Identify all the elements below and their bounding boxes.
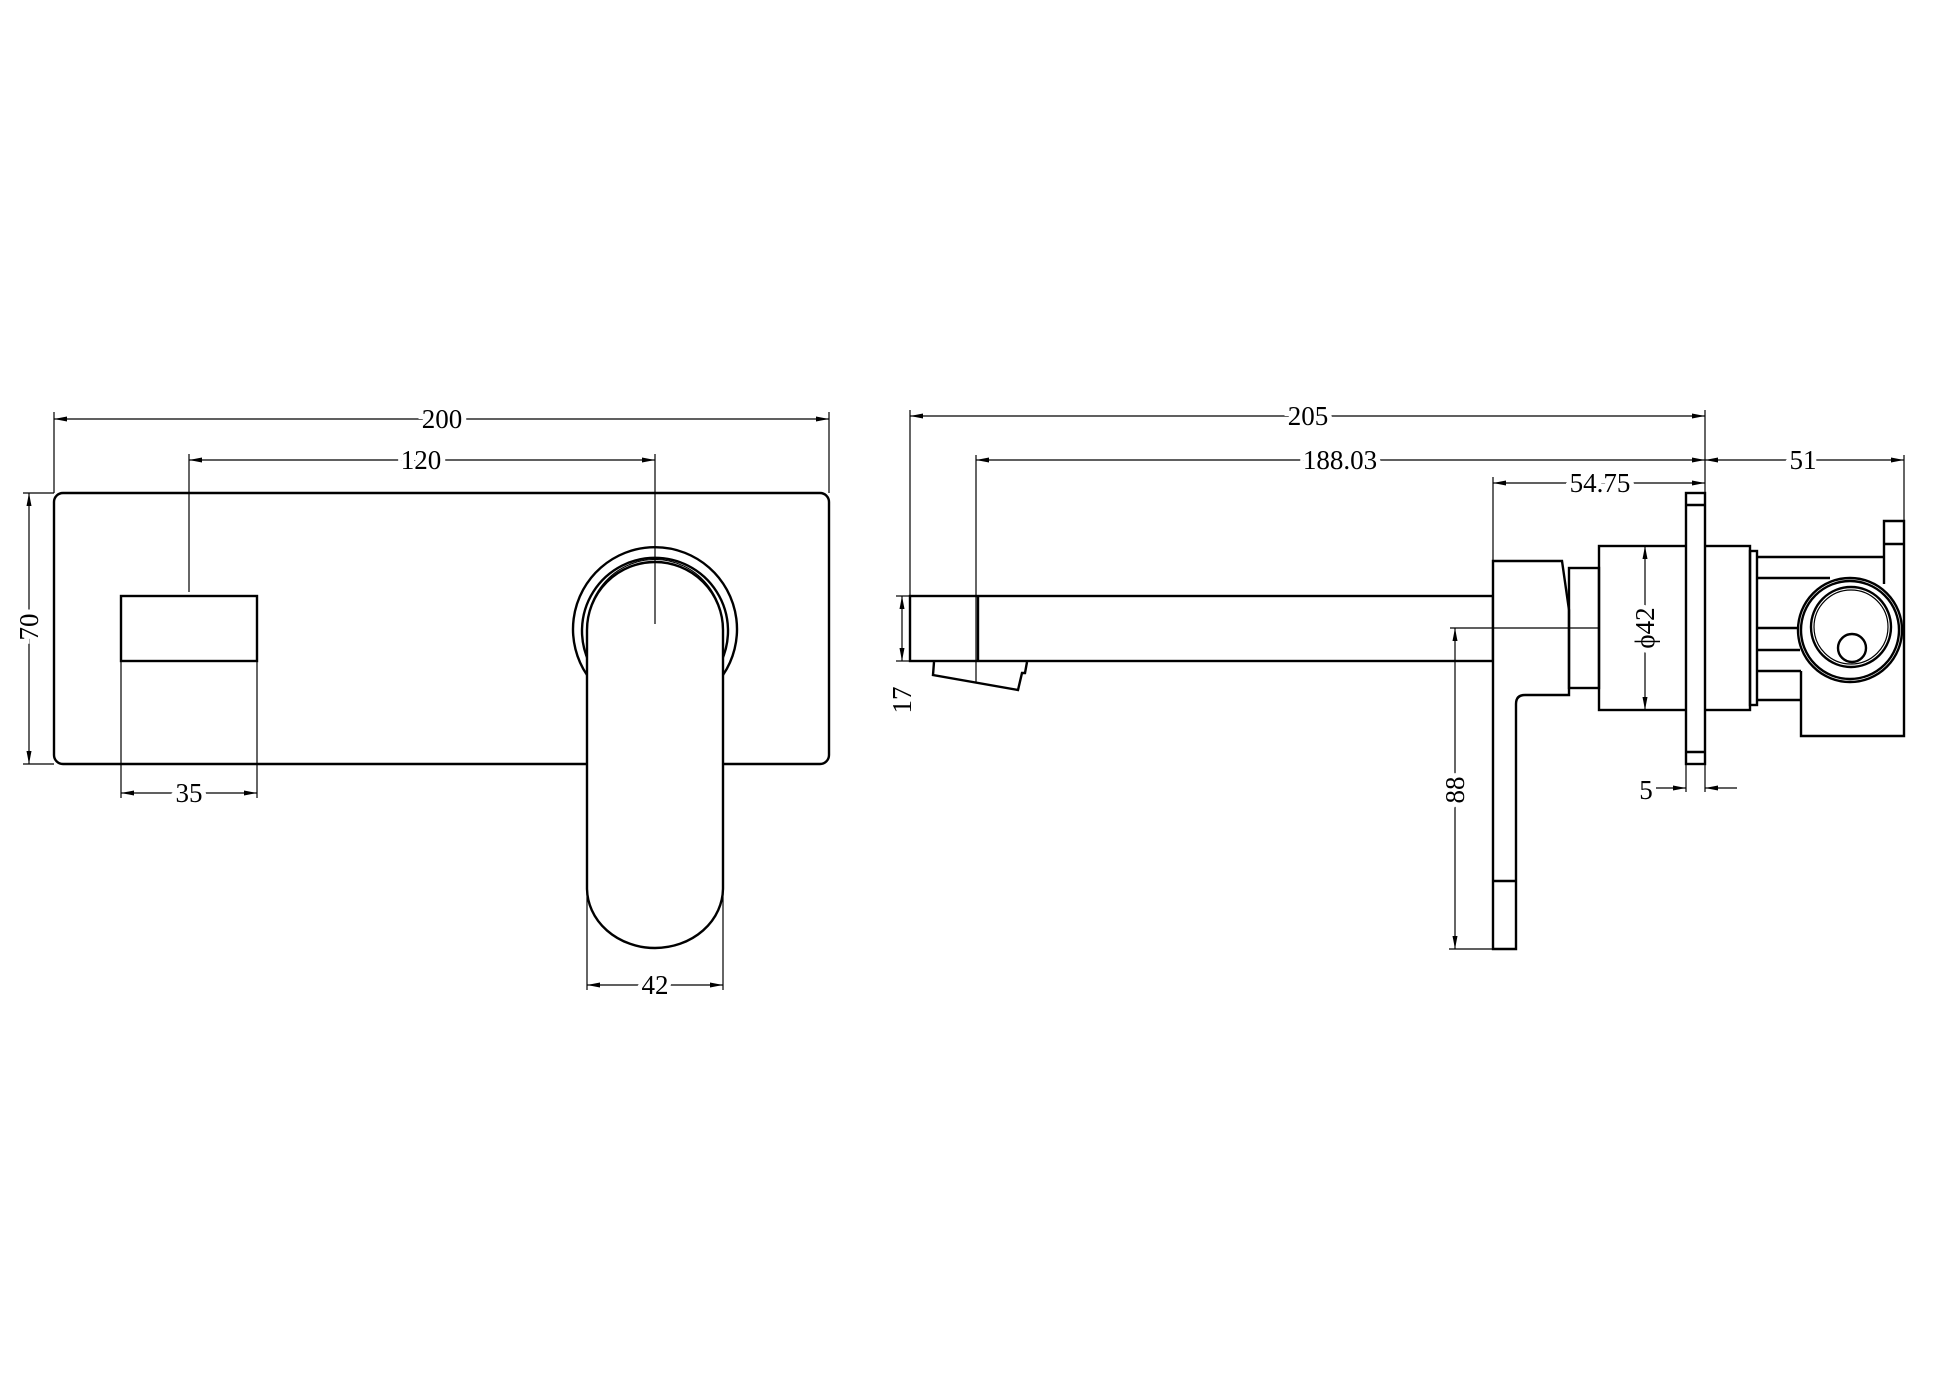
- mixer-body-lever: [1491, 559, 1571, 951]
- front-view: 200 120 70 35 42: [9, 399, 831, 1005]
- dimension-spout-height: 17: [882, 595, 922, 719]
- cartridge-cylinder: [1597, 544, 1752, 712]
- dimension-label: 54.75: [1570, 468, 1631, 498]
- dimension-body-depth: 54.75: [1492, 463, 1705, 561]
- dimension-label: 35: [176, 778, 203, 808]
- dimension-lever-height: 88: [1435, 628, 1493, 950]
- dimension-handle-width: 42: [586, 888, 724, 1005]
- dimension-label: 42: [642, 970, 669, 1000]
- dimension-label: 17: [887, 687, 917, 714]
- dimension-label: 88: [1440, 777, 1470, 804]
- wall-flange: [1684, 491, 1707, 766]
- dimension-plate-width: 200: [53, 399, 830, 493]
- dimension-label: 120: [401, 445, 442, 475]
- dimension-plate-height: 70: [9, 492, 54, 765]
- rough-in-valve: [1757, 519, 1906, 738]
- dimension-outlet-width: 35: [120, 661, 258, 813]
- dimension-label: 5: [1639, 775, 1653, 805]
- flange-ring: [1748, 549, 1759, 707]
- dimension-label: ϕ42: [1630, 607, 1660, 648]
- dimension-overall-length: 205: [909, 396, 1706, 792]
- dimension-flange-thickness: 5: [1634, 764, 1737, 810]
- dimension-label: 51: [1790, 445, 1817, 475]
- wall-plate: [52, 491, 831, 766]
- spout: [908, 594, 1495, 663]
- side-view: 205 188.03 54.75 51 17: [882, 396, 1906, 951]
- spout-outlet-block: [119, 594, 259, 663]
- dimension-cylinder-diameter: ϕ42: [1625, 546, 1665, 710]
- dimension-label: 200: [422, 404, 463, 434]
- dimension-rear-depth: 51: [1705, 440, 1905, 521]
- dimension-handle-spacing: 120: [188, 440, 656, 624]
- dimension-label: 188.03: [1303, 445, 1377, 475]
- aerator: [931, 661, 1029, 692]
- dimension-spout-length: 188.03: [975, 440, 1705, 682]
- dimension-label: 205: [1288, 401, 1329, 431]
- dimension-label: 70: [14, 614, 44, 641]
